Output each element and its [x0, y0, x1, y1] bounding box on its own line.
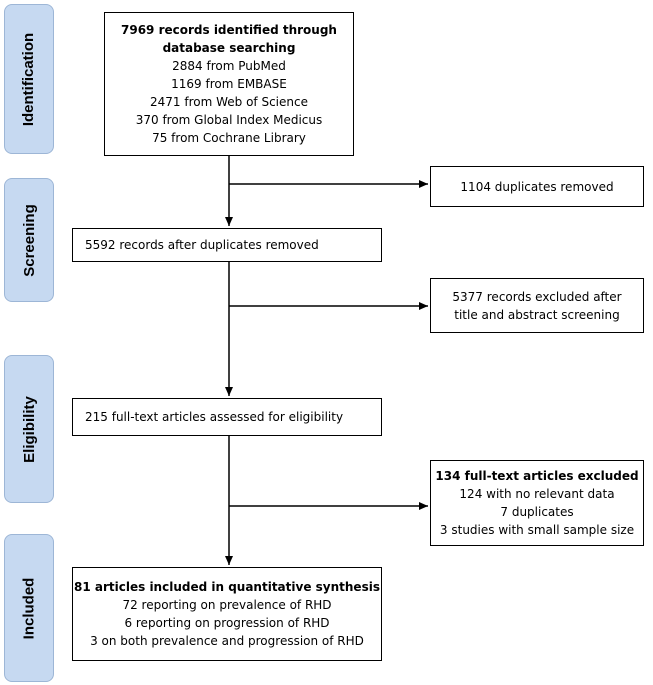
included-detail: 3 on both prevalence and progression of … [90, 634, 364, 648]
fulltext-excluded-title: 134 full-text articles excluded [435, 469, 639, 483]
identification-box: 7969 records identified through database… [104, 12, 354, 156]
eligibility-text: 215 full-text articles assessed for elig… [85, 410, 344, 424]
included-title: 81 articles included in quantitative syn… [74, 580, 380, 594]
identification-title: 7969 records identified through [121, 23, 337, 37]
duplicates-removed-text: 1104 duplicates removed [460, 179, 614, 194]
source-count: 1169 from EMBASE [171, 77, 287, 91]
duplicates-removed-box: 1104 duplicates removed [430, 166, 644, 207]
after-duplicates-box: 5592 records after duplicates removed [72, 228, 382, 262]
phase-screening: Screening [4, 178, 54, 302]
after-duplicates-text: 5592 records after duplicates removed [85, 238, 319, 252]
included-detail: 6 reporting on progression of RHD [124, 616, 330, 630]
excluded-screening-text: title and abstract screening [454, 307, 620, 322]
excluded-screening-text: 5377 records excluded after [452, 289, 622, 304]
exclusion-reason: 7 duplicates [500, 505, 574, 519]
phase-included: Included [4, 534, 54, 682]
exclusion-reason: 3 studies with small sample size [439, 523, 635, 537]
source-count: 2471 from Web of Science [150, 95, 308, 109]
fulltext-excluded-box: 134 full-text articles excluded 124 with… [430, 460, 644, 546]
excluded-screening-box: 5377 records excluded after title and ab… [430, 278, 644, 333]
identification-title: database searching [162, 41, 296, 55]
phase-eligibility: Eligibility [4, 355, 54, 503]
included-detail: 72 reporting on prevalence of RHD [122, 598, 332, 612]
included-box: 81 articles included in quantitative syn… [72, 567, 382, 661]
eligibility-box: 215 full-text articles assessed for elig… [72, 398, 382, 436]
source-count: 370 from Global Index Medicus [135, 113, 323, 127]
exclusion-reason: 124 with no relevant data [459, 487, 615, 501]
source-count: 75 from Cochrane Library [152, 131, 306, 145]
phase-identification: Identification [4, 4, 54, 154]
source-count: 2884 from PubMed [172, 59, 286, 73]
